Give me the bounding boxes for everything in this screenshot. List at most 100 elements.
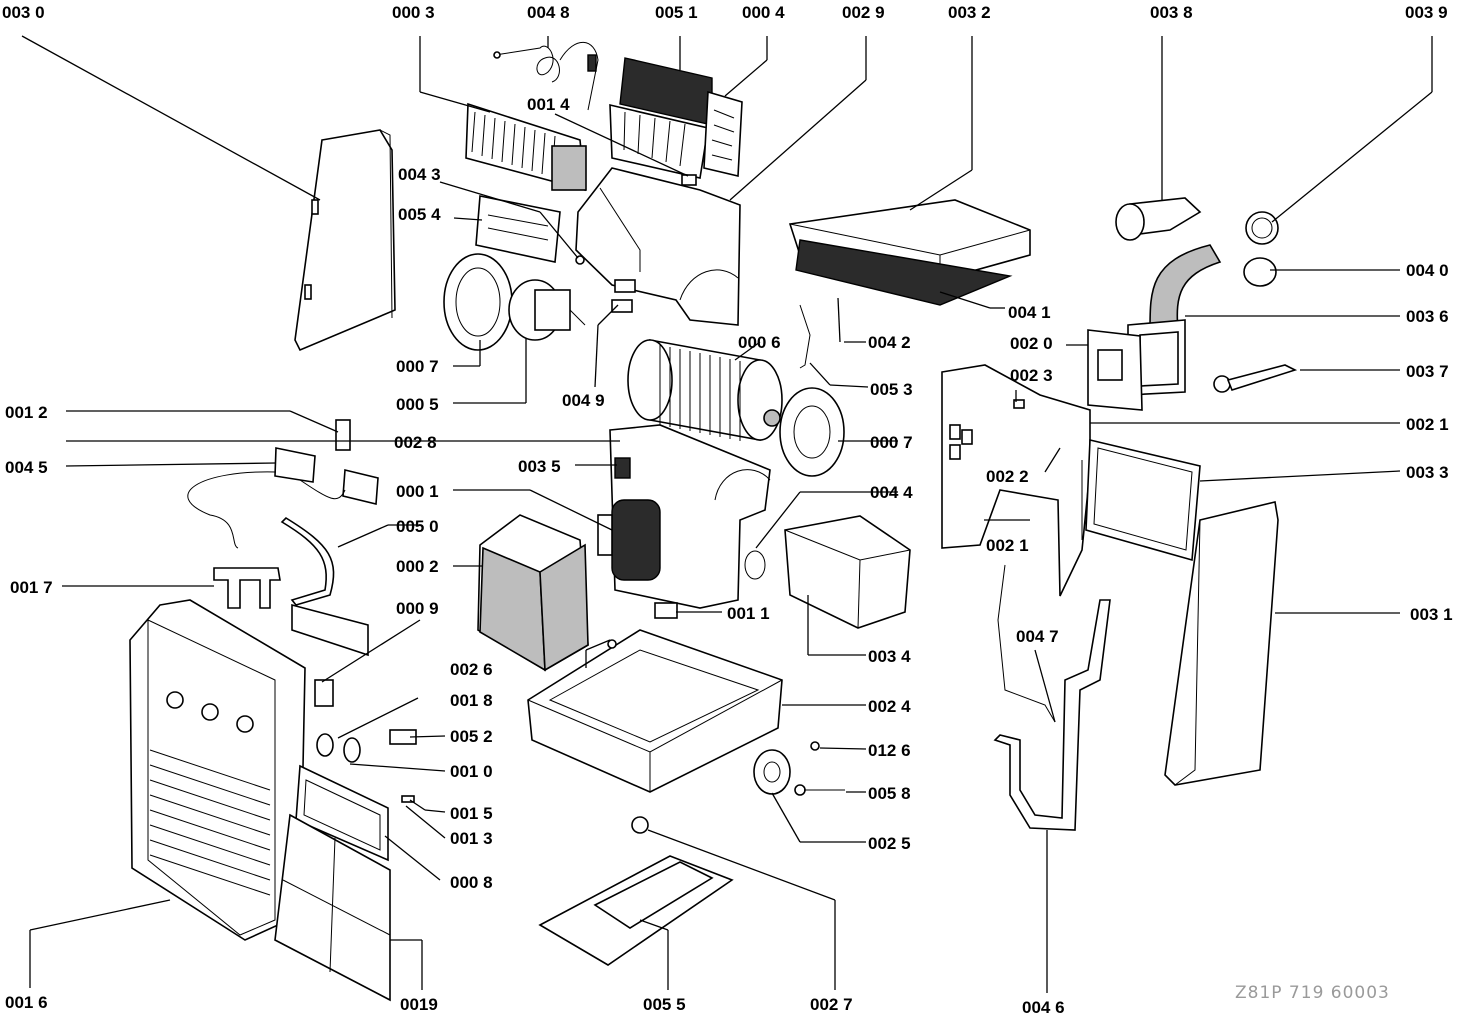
label-0012: 001 2	[5, 403, 48, 422]
coil-bracket-0004	[703, 90, 743, 177]
clip-0011	[654, 602, 678, 619]
cable-0050	[280, 516, 369, 657]
filter-frame-0008	[295, 764, 389, 862]
label-0053: 005 3	[870, 380, 913, 399]
label-0051: 005 1	[655, 3, 698, 22]
filter-0042	[795, 239, 1013, 306]
clamp-0037	[1213, 364, 1298, 393]
base-tray-0024	[527, 629, 783, 793]
window-adapter-0020	[1087, 329, 1143, 411]
bracket-0017	[213, 567, 281, 609]
control-board-0045	[187, 447, 379, 549]
screw-0026	[607, 639, 617, 649]
label-0010: 001 0	[450, 762, 493, 781]
label-0026: 002 6	[450, 660, 493, 679]
water-tank-0034	[784, 515, 911, 629]
label-0041: 004 1	[1008, 303, 1051, 322]
label-0049: 004 9	[562, 391, 605, 410]
blower-wheel-0006	[627, 339, 783, 441]
front-grille-0016	[129, 599, 306, 941]
label-0018: 001 8	[450, 691, 493, 710]
label-0040: 004 0	[1406, 261, 1449, 280]
fan-housing-0029	[575, 167, 741, 326]
label-0023: 002 3	[1010, 366, 1053, 385]
reference-code: Z81P 719 60003	[1235, 983, 1390, 1003]
label-0017: 001 7	[10, 578, 53, 597]
washer-0126	[810, 741, 820, 751]
label-0019: 0019	[400, 995, 438, 1014]
label-0006: 000 6	[738, 333, 781, 352]
label-plate-0054	[475, 195, 561, 263]
label-0011: 001 1	[727, 604, 770, 623]
pin-0058	[794, 784, 845, 796]
condenser-coil-0051	[609, 57, 713, 179]
label-0029: 002 9	[842, 3, 885, 22]
part-labels: 003 0 000 3 004 8 005 1 000 4 002 9 003 …	[2, 3, 1453, 1017]
wheel-0025	[753, 749, 791, 795]
label-0022: 002 2	[986, 467, 1029, 486]
label-0031: 003 1	[1410, 605, 1453, 624]
label-0043: 004 3	[398, 165, 441, 184]
compressor-0001	[597, 499, 661, 581]
label-0028: 002 8	[394, 433, 437, 452]
label-0014: 001 4	[527, 95, 570, 114]
back-frame-0022	[941, 364, 1091, 597]
side-panel-0031	[1164, 501, 1279, 786]
label-0021b: 002 1	[1406, 415, 1449, 434]
ring-0039	[1245, 211, 1279, 245]
spring-0010	[343, 737, 361, 763]
label-0033: 003 3	[1406, 463, 1449, 482]
label-0048: 004 8	[527, 3, 570, 22]
label-0032: 003 2	[948, 3, 991, 22]
fan-plate-0007-right	[763, 387, 845, 477]
knob-0009	[314, 679, 334, 707]
label-0007b: 000 7	[870, 433, 913, 452]
label-0020: 002 0	[1010, 334, 1053, 353]
caster-0027	[631, 816, 649, 834]
fan-plate-0007-left	[443, 253, 513, 351]
drain-tube-0046	[993, 599, 1111, 831]
label-0126: 012 6	[868, 741, 911, 760]
evaporator-coil-0003	[465, 102, 587, 192]
label-0024: 002 4	[868, 697, 911, 716]
leader-lines	[21, 35, 1433, 993]
label-0037: 003 7	[1406, 362, 1449, 381]
label-0054: 005 4	[398, 205, 441, 224]
label-0007a: 000 7	[396, 357, 439, 376]
label-0034: 003 4	[868, 647, 911, 666]
label-0015: 001 5	[450, 804, 493, 823]
fan-motor-0005	[508, 279, 586, 341]
side-panel-0030	[294, 129, 396, 352]
foam-block-0002	[477, 514, 589, 672]
label-0016: 001 6	[5, 993, 48, 1012]
label-0025: 002 5	[868, 834, 911, 853]
remote-package-0055	[538, 855, 734, 966]
screw-0023	[1013, 399, 1025, 409]
label-0046: 004 6	[1022, 998, 1065, 1017]
label-0036: 003 6	[1406, 307, 1449, 326]
air-filter-0019	[274, 813, 391, 1002]
label-0035: 003 5	[518, 457, 561, 476]
label-0021a: 002 1	[986, 536, 1029, 555]
capacitor-0012	[335, 419, 351, 451]
label-0052: 005 2	[450, 727, 493, 746]
label-0027: 002 7	[810, 995, 853, 1014]
tube-0053	[799, 304, 811, 369]
label-0013: 001 3	[450, 829, 493, 848]
label-0044: 004 4	[870, 483, 913, 502]
pin-0015	[401, 795, 415, 803]
tube-0047	[997, 564, 1056, 723]
label-0001: 000 1	[396, 482, 439, 501]
label-0008: 000 8	[450, 873, 493, 892]
label-0055: 005 5	[643, 995, 686, 1014]
label-0004: 000 4	[742, 3, 785, 22]
label-0002: 000 2	[396, 557, 439, 576]
label-0009: 000 9	[396, 599, 439, 618]
label-0038: 003 8	[1150, 3, 1193, 22]
sensor-0049	[611, 299, 633, 313]
label-0058: 005 8	[868, 784, 911, 803]
label-0042: 004 2	[868, 333, 911, 352]
label-0039: 003 9	[1405, 3, 1448, 22]
clip-0014	[681, 174, 697, 186]
label-0003: 000 3	[392, 3, 435, 22]
